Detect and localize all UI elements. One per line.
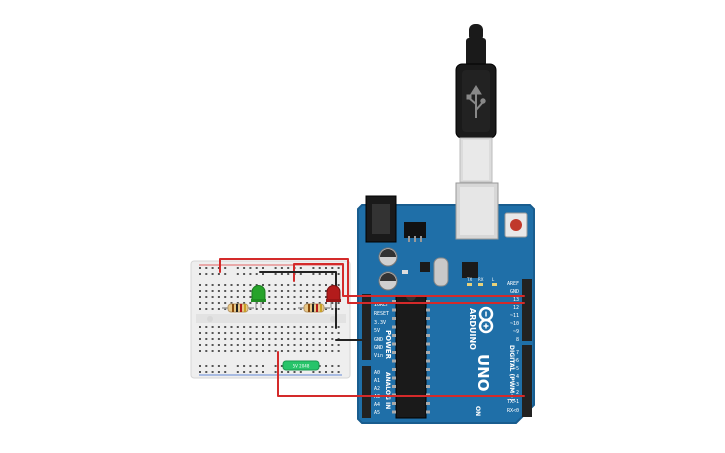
pin-label-aref: AREF [507,281,519,287]
reset-button[interactable] [510,219,522,231]
digital-pin-labels: AREF GND 13 12 ~11 ~10 ~9 8 7 ~6 ~5 4 ~3… [507,281,519,414]
pin-label-7: 7 [516,350,519,356]
led-label-rx: RX [478,277,484,282]
pin-label-a4: A4 [374,402,380,408]
breadboard[interactable] [190,260,351,379]
led-icon [326,285,341,302]
pin-label-13: 13 [513,297,519,303]
breadboard-holes [199,267,340,373]
pin-label-12: 12 [513,305,519,311]
wires [219,258,525,397]
pin-label-5: ~5 [513,366,519,372]
pin-label-8: 8 [516,337,519,343]
pin-label-a1: A1 [374,378,380,384]
wire-led-green [219,258,525,304]
pin-label-3v3: 3.3V [374,320,386,326]
led-label-l: L [492,277,495,282]
usb-cable[interactable] [455,24,497,183]
power-header-title: POWER [384,330,392,360]
usb-plug-icon [466,85,486,118]
pin-label-2: 2 [516,390,519,396]
resistor-2[interactable] [298,303,330,313]
arduino-logo-icon [478,306,494,334]
pin-label-6: ~6 [513,358,519,364]
analog-header[interactable] [362,366,371,418]
wire-ground-rail [259,271,337,329]
digital-header-high[interactable] [522,279,532,341]
resistor-1[interactable] [222,303,254,313]
sensor-label: 5V 2048 [293,364,310,369]
wire-led-red [293,263,525,297]
led-icon [251,285,266,302]
digital-header-low[interactable] [522,345,532,417]
atmega-chip [392,295,430,419]
pin-label-gnd-top: GND [510,289,519,295]
power-header[interactable] [362,294,371,360]
pin-label-vin: Vin [374,353,383,359]
pin-label-11: ~11 [510,313,519,319]
board-model: UNO [474,354,492,392]
led-label-tx: TX [466,277,472,282]
pin-label-5v: 5V [374,328,380,334]
red-led[interactable] [326,285,341,308]
power-pin-labels: IOREF RESET 3.3V 5V GND GND Vin [374,302,389,359]
resistor-icon [303,303,325,313]
pin-label-gnd-1: GND [374,337,383,343]
analog-header-title: ANALOG IN [384,372,391,409]
status-leds: TX RX L [466,277,497,286]
pin-label-4: 4 [516,374,519,380]
pin-label-0: RX<0 [507,408,519,414]
digital-header-title: DIGITAL (PWM~) [508,345,515,401]
pin-label-9: ~9 [513,329,519,335]
pin-label-3: ~3 [513,382,519,388]
pin-label-1: TX>1 [507,399,519,405]
sensor-module[interactable]: 5V 2048 [282,360,320,371]
pin-label-gnd-2: GND [374,345,383,351]
wire-sensor [277,351,525,397]
board-brand: ARDUINO [468,308,477,350]
pin-label-a5: A5 [374,410,380,416]
pin-label-ioref: IOREF [374,302,389,308]
arduino-uno-board[interactable]: TX RX L IOREF RESET 3.3V 5V GND GND Vin … [357,182,535,424]
resistor-icon [227,303,249,313]
pin-label-a2: A2 [374,386,380,392]
green-led[interactable] [251,285,266,308]
pin-label-10: ~10 [510,321,519,327]
on-label: ON [474,406,481,416]
pin-label-reset: RESET [374,311,389,317]
pin-label-a0: A0 [374,370,380,376]
